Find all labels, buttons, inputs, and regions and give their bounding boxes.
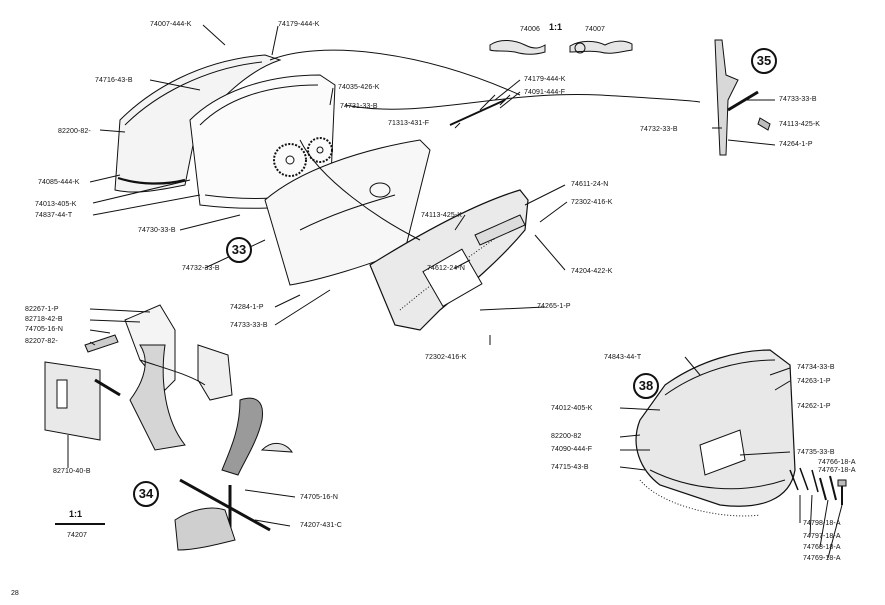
clip-74705 — [197, 344, 233, 401]
part-label: 74716-43-B — [95, 77, 133, 84]
handle-74611 — [474, 214, 526, 246]
part-label: 74732-33-B — [640, 126, 678, 133]
part-label: 74035-426-K — [338, 84, 380, 91]
shaft-74207 — [179, 478, 271, 532]
scale-reference-part: 74207 — [67, 532, 87, 539]
part-label: 82200-82 — [551, 433, 582, 440]
part-label: 82207-82- — [25, 338, 58, 345]
link-82207 — [84, 334, 119, 353]
handle-74007 — [569, 40, 633, 54]
rod-71313 — [449, 99, 506, 126]
part-label: 82267-1-P — [25, 306, 59, 313]
group-34-marker: 34 — [133, 481, 159, 507]
part-label: 74013-405-K — [35, 201, 77, 208]
scale-label-top: 1:1 — [549, 22, 563, 32]
door-panel-38 — [635, 349, 796, 507]
part-label: 74264-1-P — [779, 141, 813, 148]
part-label: 74797-18-A — [803, 533, 841, 540]
part-label: 74007-444-K — [150, 21, 192, 28]
door-panel-74730 — [189, 74, 336, 209]
part-label: 74733-33-B — [230, 322, 268, 329]
part-label: 82710-40-B — [53, 468, 91, 475]
part-label: 74734-33-B — [797, 364, 835, 371]
part-label: 74705-16-N — [300, 494, 338, 501]
part-label: 74262-1-P — [797, 403, 831, 410]
part-label: 74735-33-B — [797, 449, 835, 456]
part-label: 74113-425-K — [779, 121, 821, 128]
part-label: 74731-33-B — [340, 103, 378, 110]
part-label: 74766-18-A — [818, 459, 856, 466]
part-label: 74837-44-T — [35, 212, 73, 219]
gear-large — [273, 143, 307, 177]
part-label: 71313-431-F — [388, 120, 430, 127]
part-label: 74113-425-K — [421, 212, 463, 219]
part-label: 74207-431-C — [300, 522, 342, 529]
part-label: 74612-24-N — [427, 265, 465, 272]
part-label: 74179-444-K — [278, 21, 320, 28]
part-label: 74265-1-P — [537, 303, 571, 310]
part-label: 82718-42-B — [25, 316, 63, 323]
part-label: 74730-33-B — [138, 227, 176, 234]
part-label: 74284-1-P — [230, 304, 264, 311]
part-label: 74733-33-B — [779, 96, 817, 103]
part-label: 74611-24-N — [571, 181, 609, 188]
page-number: 28 — [11, 590, 19, 597]
part-label: 74732-33-B — [182, 265, 220, 272]
part-label: 74085-444-K — [38, 179, 80, 186]
scale-label-bottom: 1:1 — [69, 509, 83, 519]
part-label: 74090-444-F — [551, 446, 593, 453]
part-label: 74705-16-N — [25, 326, 63, 333]
part-label: 74204-422-K — [571, 268, 613, 275]
gear-small — [307, 137, 333, 163]
handle-74006 — [489, 40, 546, 55]
top-part-b: 74007 — [585, 26, 605, 33]
part-label: 74767-18-A — [818, 467, 856, 474]
group-35-marker: 35 — [751, 48, 777, 74]
part-label: 72302-416-K — [425, 354, 467, 361]
panel-82710 — [44, 361, 101, 441]
part-label: 74843-44-T — [604, 354, 642, 361]
part-label: 82200-82- — [58, 128, 91, 135]
part-label: 74768-18-A — [803, 544, 841, 551]
part-label: 74798-18-A — [803, 520, 841, 527]
part-label: 74091-444-F — [524, 89, 566, 96]
top-part-a: 74006 — [520, 26, 540, 33]
inner-plate-74284 — [264, 139, 431, 286]
grip-74705 — [221, 397, 264, 476]
group-38-marker: 38 — [633, 373, 659, 399]
part-label: 74179-444-K — [524, 76, 566, 83]
part-label: 74012-405-K — [551, 405, 593, 412]
part-label: 74769-18-A — [803, 555, 841, 562]
lever-74732 — [714, 39, 739, 156]
group-33-marker: 33 — [226, 237, 252, 263]
part-label: 72302-416-K — [571, 199, 613, 206]
part-label: 74263-1-P — [797, 378, 831, 385]
part-label: 74715-43-B — [551, 464, 589, 471]
